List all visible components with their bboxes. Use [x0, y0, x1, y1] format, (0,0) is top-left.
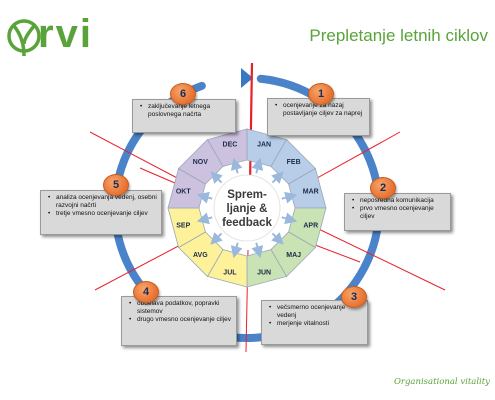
month-label-avg: AVG: [193, 252, 208, 259]
step-2-badge: 2: [370, 177, 396, 199]
cycle-arrow-head: [241, 68, 253, 88]
center-circle: [213, 174, 281, 242]
step-5-badge: 5: [103, 174, 129, 196]
page-title: Prepletanje letnih ciklov: [309, 26, 488, 45]
step-5-item: analiza ocenjevanja vedenj, osebni razvo…: [47, 194, 157, 210]
step-6-badge: 6: [170, 83, 196, 105]
step-6-box: zaključevanje letnega poslovnega načrta: [132, 99, 236, 133]
feedback-arrow: [251, 242, 264, 259]
feedback-arrow: [230, 157, 243, 174]
step-3-item: merjenje vitalnosti: [268, 320, 363, 328]
month-label-apr: APR: [303, 223, 318, 230]
step-1-item: ocenjevanje za nazaj postavljanje ciljev…: [274, 102, 365, 118]
month-label-feb: FEB: [287, 159, 301, 166]
feedback-arrow: [281, 212, 298, 225]
step-5-box: analiza ocenjevanja vedenj, osebni razvo…: [40, 190, 162, 235]
month-label-nov: NOV: [193, 159, 209, 166]
month-label-jun: JUN: [257, 269, 271, 276]
step-4-badge: 4: [133, 281, 159, 303]
step-1-badge: 1: [308, 83, 334, 105]
month-label-maj: MAJ: [286, 252, 301, 259]
month-label-jan: JAN: [257, 142, 271, 149]
divider-line: [299, 219, 446, 291]
month-label-jul: JUL: [223, 269, 237, 276]
step-6-item: zaključevanje letnega poslovnega načrta: [139, 103, 231, 119]
feedback-arrow: [210, 232, 223, 245]
center-text-line1: Sprem-: [227, 189, 267, 201]
step-5-item: tretje vmesno ocenjevanje ciljev: [47, 210, 157, 218]
step-2-item: neposredna komunikacija: [351, 197, 446, 205]
month-label-sep: SEP: [176, 223, 190, 230]
feedback-arrow: [281, 191, 298, 204]
feedback-arrow: [196, 212, 213, 225]
step-4-item: obdelava podatkov, popravki sistemov: [128, 300, 232, 316]
month-label-mar: MAR: [303, 188, 319, 195]
step-2-box: neposredna komunikacija prvo vmesno ocen…: [344, 193, 451, 231]
step-3-item: večsmerno ocenjevanje vedenj: [268, 304, 363, 320]
month-label-dec: DEC: [223, 142, 238, 149]
center-text-line2: ljanje &: [227, 203, 268, 215]
feedback-arrow: [251, 157, 264, 174]
step-4-box: obdelava podatkov, popravki sistemov dru…: [121, 296, 237, 346]
center-text-line3: feedback: [222, 217, 272, 229]
divider-line: [248, 62, 254, 186]
step-2-item: prvo vmesno ocenjevanje ciljev: [351, 205, 446, 221]
footer-tagline: Organisational vitality: [393, 377, 490, 387]
step-3-badge: 3: [341, 286, 367, 308]
feedback-arrow: [271, 232, 284, 245]
month-label-okt: OKT: [176, 188, 192, 195]
feedback-arrow: [196, 191, 213, 204]
feedback-arrow: [230, 242, 243, 259]
logo-text: rvi: [38, 12, 93, 56]
step-4-item: drugo vmesno ocenjevanje ciljev: [128, 316, 232, 324]
feedback-arrow: [271, 171, 284, 184]
logo-icon: [7, 19, 41, 57]
feedback-arrow: [210, 171, 223, 184]
